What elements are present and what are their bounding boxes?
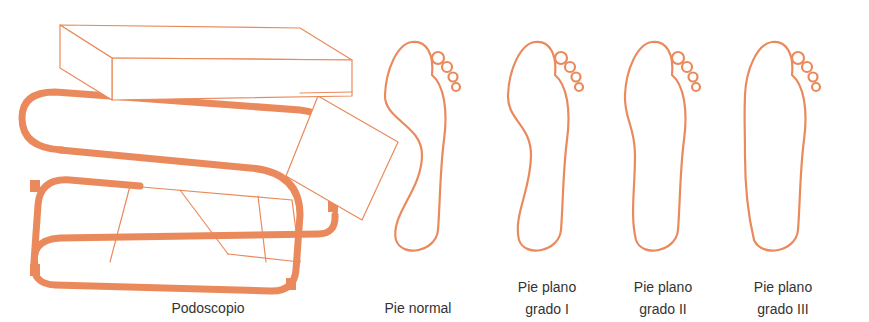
footprints [385,42,820,251]
flatfoot-grade2-footprint [625,42,700,251]
foot-caption: Pie plano grado I [505,276,589,320]
flatfoot-grade1-footprint [508,42,583,251]
flatfoot-grade3-footprint [745,42,820,251]
podoscope-illustration [22,25,398,291]
normal-footprint [385,42,460,251]
foot-caption: Pie plano grado III [741,276,825,320]
foot-caption: Pie normal [363,297,473,319]
foot-caption: Pie plano grado II [621,276,705,320]
device-caption: Podoscopio [143,297,273,319]
